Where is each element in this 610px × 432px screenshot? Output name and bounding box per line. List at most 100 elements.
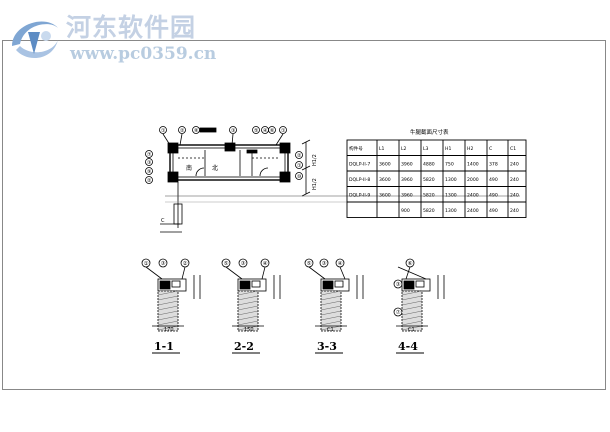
column-body	[401, 290, 423, 332]
table-header-cell: C1	[510, 146, 516, 152]
section-dim-width: 150	[244, 327, 254, 333]
plan-callout: ⑩	[297, 174, 302, 180]
leader-line	[225, 266, 243, 280]
table-cell: 3960	[401, 161, 413, 167]
section-caption: 2-2	[234, 340, 254, 353]
rebar-block	[239, 280, 251, 290]
plan-room-label: 南	[186, 164, 192, 172]
rebar-block	[415, 280, 425, 288]
plan-callout: ①	[281, 128, 286, 134]
section-callout-circle	[158, 258, 168, 268]
table-cell: 750	[445, 161, 454, 167]
hatch-line	[237, 300, 259, 306]
section-callout: ④	[263, 261, 268, 267]
table-cell: 240	[510, 177, 519, 183]
plan-callout: ⑤	[254, 128, 258, 134]
table-header-cell: H2	[467, 146, 473, 152]
hatch-line	[237, 295, 259, 301]
plan-room-label: 北	[212, 164, 218, 172]
plan-callout: ④	[263, 128, 268, 134]
leader-line	[397, 266, 427, 280]
table-cell: 240	[510, 161, 519, 167]
hatch-line	[157, 320, 179, 326]
plan-callout: ①	[161, 128, 166, 134]
plan-callout: ③	[147, 160, 151, 166]
section-caption: 4-4	[398, 340, 418, 353]
plan-callout: ⑧	[194, 128, 199, 134]
section-caption: 1-1	[154, 340, 174, 353]
hatch-line	[157, 290, 179, 296]
section-callout: ⑤	[307, 261, 312, 267]
plan-callout: ②	[147, 178, 152, 184]
hatch-line	[157, 300, 179, 306]
hatch-line	[401, 290, 423, 296]
rebar-block	[403, 280, 415, 290]
plan-left-callouts: ⑦ ③ ⑨ ②	[145, 150, 153, 184]
hatch-line	[237, 310, 259, 316]
section-dim-width: C1	[327, 327, 334, 333]
table-header-cell: 构件号	[349, 145, 363, 152]
table-cell: 3960	[401, 177, 413, 183]
hatch-line	[401, 305, 423, 311]
table-cell: DQLP-II-7	[349, 161, 370, 167]
plan-callout: ③	[231, 128, 235, 134]
plan-view: ① ② ⑧ ③ ⑤ ④ ⑥ ① ⑦ ③ ⑨ ② ② ① ⑩	[145, 126, 520, 233]
column-body	[157, 290, 179, 332]
hatch-line	[320, 315, 342, 321]
plan-callout: ⑥	[270, 128, 275, 134]
table-cell: 378	[489, 161, 498, 167]
table-cell: 3600	[379, 161, 391, 167]
table-header-cell: L1	[379, 146, 385, 152]
table-cell: 4880	[423, 161, 435, 167]
plan-top-callouts: ① ② ⑧ ③ ⑤ ④ ⑥ ①	[159, 126, 287, 154]
table-header-cell: C	[489, 146, 492, 152]
hatch-line	[320, 290, 342, 296]
leader-line	[339, 266, 346, 280]
hatch-line	[320, 325, 342, 331]
rebar-block	[171, 280, 181, 288]
section-caption: 3-3	[317, 340, 337, 353]
section-callout: ①	[144, 261, 149, 267]
hatch-line	[237, 290, 259, 296]
plan-callout: ②	[180, 128, 185, 134]
logo-icon	[12, 21, 58, 59]
hatch-line	[320, 320, 342, 326]
hatch-line	[237, 305, 259, 311]
rebar-block	[334, 280, 344, 288]
table-cell: DQLP-II-8	[349, 177, 370, 183]
section-callout: ③	[322, 261, 327, 267]
table-title: 牛腿截面尺寸表	[410, 128, 449, 136]
plan-callout: ①	[297, 163, 302, 169]
rebar-block	[322, 280, 334, 290]
hatch-line	[401, 310, 423, 316]
table-cell: 490	[489, 177, 498, 183]
section-dim-width: 170	[164, 327, 174, 333]
leader-line	[405, 266, 411, 280]
section-callout-circle	[319, 258, 329, 268]
column-body	[320, 290, 342, 332]
table-cell: 240	[510, 208, 519, 214]
section-callout: ③	[241, 261, 246, 267]
table-cell: 1400	[467, 161, 479, 167]
section-dim-width: C1	[408, 327, 415, 333]
section-callout: ②	[183, 260, 188, 267]
hatch-line	[320, 300, 342, 306]
table-cell: 900	[401, 208, 410, 214]
table-cell: 2400	[467, 192, 479, 198]
table-header-cell: L3	[423, 146, 429, 152]
table-cell: 1300	[445, 177, 457, 183]
table-cell: 490	[489, 192, 498, 198]
table-cell: 3960	[401, 192, 413, 198]
plan-callout: ⑨	[147, 169, 151, 175]
plan-dim-label: H1/2	[312, 178, 318, 190]
drawing-frame	[2, 40, 606, 390]
section-callout: ③	[396, 282, 401, 288]
hatch-line	[401, 320, 423, 326]
table-cell: 5820	[423, 192, 435, 198]
leader-line	[261, 266, 266, 280]
hatch-line	[320, 310, 342, 316]
